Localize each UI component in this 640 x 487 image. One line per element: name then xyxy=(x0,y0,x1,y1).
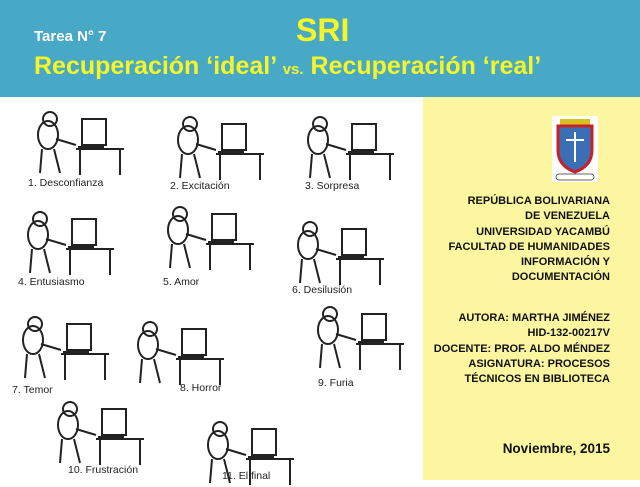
institution-line: DE VENEZUELA xyxy=(525,210,610,223)
cartoon-caption: 11. El final xyxy=(222,470,271,482)
cartoon-figure xyxy=(307,116,394,180)
university-logo xyxy=(552,116,598,182)
cartoon-caption: 6. Desilusión xyxy=(292,284,353,296)
subtitle-vs: vs. xyxy=(282,61,304,78)
author-line: ASIGNATURA: PROCESOS xyxy=(468,357,610,370)
subtitle-ideal: Recuperación ‘ideal’ xyxy=(34,52,276,80)
institution-line: INFORMACIÓN Y xyxy=(520,256,610,269)
institution-block: REPÚBLICA BOLIVARIANA DE VENEZUELA UNIVERS… xyxy=(448,194,610,286)
author-line: TÉCNICOS EN BIBLIOTECA xyxy=(464,373,610,386)
cartoon-caption: 4. Entusiasmo xyxy=(18,276,85,288)
date: Noviembre, 2015 xyxy=(502,441,610,456)
author-line: AUTORA: MARTHA JIMÉNEZ xyxy=(458,312,610,324)
cartoon-caption: 1. Desconfianza xyxy=(28,177,104,189)
cartoon-figure xyxy=(207,421,294,485)
slide-header: Tarea N° 7 SRI Recuperación ‘ideal’ vs. … xyxy=(0,0,640,97)
author-line: HID-132-00217V xyxy=(527,327,610,340)
cartoon-figure xyxy=(27,211,114,275)
slide-subtitle: Recuperación ‘ideal’ vs. Recuperación ‘r… xyxy=(34,52,541,81)
task-number: Tarea N° 7 xyxy=(34,28,107,45)
author-block: AUTORA: MARTHA JIMÉNEZ HID-132-00217V DOCE… xyxy=(434,311,610,387)
cartoon-caption: 7. Temor xyxy=(12,384,53,396)
cartoon-caption: 2. Excitación xyxy=(170,180,230,192)
cartoon-caption: 3. Sorpresa xyxy=(305,180,360,192)
cartoon-figure xyxy=(177,116,264,180)
institution-line: REPÚBLICA BOLIVARIANA xyxy=(467,195,610,207)
cartoon-figure xyxy=(317,306,404,370)
info-panel xyxy=(423,97,640,480)
cartoon-figure xyxy=(37,111,124,175)
institution-line: UNIVERSIDAD YACAMBÚ xyxy=(476,225,610,238)
cartoon-caption: 9. Furia xyxy=(318,377,354,389)
institution-line: FACULTAD DE HUMANIDADES xyxy=(448,240,610,253)
subtitle-real: Recuperación ‘real’ xyxy=(310,52,542,80)
author-line: DOCENTE: PROF. ALDO MÉNDEZ xyxy=(433,342,610,355)
cartoon-figure xyxy=(167,206,254,270)
cartoon-strip: 1. Desconfianza 2. Excitación 3. Sorpresa 4… xyxy=(0,97,423,485)
slide-title: SRI xyxy=(296,12,350,48)
cartoon-caption: 8. Horror xyxy=(180,382,222,394)
cartoon-caption: 10. Frustración xyxy=(68,464,139,476)
cartoon-figure xyxy=(22,316,109,380)
institution-line: DOCUMENTACIÓN xyxy=(511,271,610,284)
cartoon-figure xyxy=(297,221,384,285)
cartoon-figure xyxy=(57,401,144,465)
cartoon-figure xyxy=(137,321,224,385)
cartoon-caption: 5. Amor xyxy=(163,276,200,288)
